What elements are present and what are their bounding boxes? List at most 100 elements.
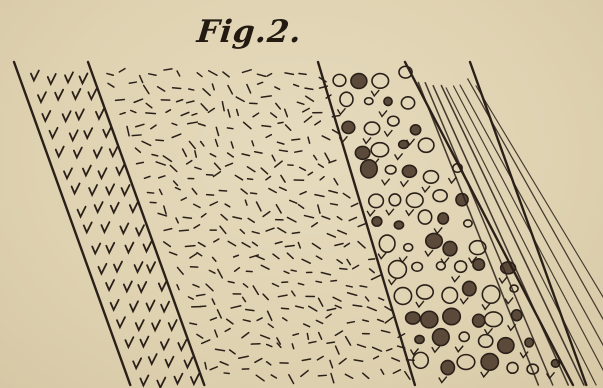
dash-mark bbox=[292, 291, 295, 296]
nodule bbox=[361, 160, 378, 178]
dash-mark bbox=[252, 242, 257, 245]
dash-mark bbox=[107, 74, 113, 76]
nodule bbox=[525, 338, 534, 347]
dash-mark bbox=[320, 177, 324, 180]
dash-mark bbox=[405, 372, 410, 380]
v-mark bbox=[165, 357, 173, 367]
v-mark bbox=[147, 300, 155, 310]
nodule bbox=[442, 287, 458, 303]
dash-mark bbox=[177, 71, 180, 76]
dash-mark bbox=[353, 265, 359, 268]
nodule-tick bbox=[382, 179, 390, 185]
dash-mark bbox=[256, 375, 264, 381]
dash-mark bbox=[164, 242, 171, 247]
dash-mark bbox=[227, 128, 232, 129]
nodule-tick bbox=[371, 90, 379, 96]
dash-mark bbox=[195, 151, 196, 157]
dash-mark bbox=[159, 176, 165, 178]
nodule bbox=[473, 259, 485, 270]
v-mark bbox=[92, 243, 100, 253]
dash-mark bbox=[251, 193, 257, 194]
dash-mark bbox=[266, 228, 274, 231]
dash-mark bbox=[266, 135, 271, 138]
dash-mark bbox=[337, 260, 342, 264]
dash-mark bbox=[353, 305, 362, 306]
dash-mark bbox=[234, 255, 239, 257]
nodule-tick bbox=[378, 253, 386, 259]
v-mark bbox=[50, 128, 58, 138]
dash-mark bbox=[285, 73, 293, 74]
v-mark bbox=[78, 207, 86, 217]
dash-mark bbox=[119, 69, 125, 72]
dash-mark bbox=[284, 271, 289, 273]
dash-mark bbox=[198, 243, 205, 247]
v-mark bbox=[149, 354, 157, 364]
dash-mark bbox=[175, 188, 180, 190]
dash-mark bbox=[287, 217, 295, 221]
v-mark bbox=[117, 317, 125, 327]
nodule bbox=[479, 335, 493, 348]
dash-mark bbox=[247, 167, 255, 172]
dash-mark bbox=[351, 203, 357, 206]
v-mark bbox=[106, 184, 114, 194]
dash-mark bbox=[202, 214, 206, 217]
dash-mark bbox=[206, 284, 213, 291]
dash-mark bbox=[231, 306, 241, 308]
dash-mark bbox=[370, 269, 375, 273]
dash-mark bbox=[315, 121, 321, 125]
dash-mark bbox=[235, 175, 242, 179]
dash-mark bbox=[187, 101, 194, 103]
dash-mark bbox=[290, 200, 297, 203]
nodule-tick bbox=[425, 250, 433, 256]
nodule bbox=[388, 261, 406, 279]
dash-mark bbox=[216, 349, 225, 350]
v-mark bbox=[101, 222, 109, 232]
dash-mark bbox=[358, 224, 365, 227]
dash-mark bbox=[291, 270, 296, 271]
dash-mark bbox=[343, 193, 350, 197]
nodule-tick bbox=[416, 301, 424, 307]
nodule bbox=[463, 281, 476, 295]
dash-mark bbox=[280, 150, 288, 151]
dash-mark bbox=[131, 110, 136, 112]
nodule-tick bbox=[400, 180, 408, 186]
boundary-lines bbox=[14, 62, 586, 385]
dash-mark bbox=[197, 334, 203, 338]
dash-mark bbox=[387, 349, 392, 351]
nodule bbox=[457, 355, 475, 370]
nodule bbox=[406, 193, 423, 207]
nodule-tick bbox=[379, 110, 387, 116]
dash-mark bbox=[177, 285, 179, 290]
nodule bbox=[481, 354, 498, 371]
v-mark bbox=[136, 225, 144, 235]
dash-mark bbox=[245, 200, 247, 205]
dash-mark bbox=[172, 134, 181, 137]
dash-mark bbox=[233, 217, 241, 219]
v-mark bbox=[55, 90, 63, 100]
dash-mark bbox=[242, 333, 249, 338]
nodule-tick bbox=[481, 371, 489, 377]
dash-mark bbox=[300, 167, 306, 170]
v-mark bbox=[143, 241, 151, 251]
dash-mark bbox=[289, 375, 294, 384]
v-mark bbox=[184, 357, 192, 367]
dash-mark bbox=[292, 344, 293, 349]
nodule bbox=[443, 308, 461, 324]
dash-mark bbox=[321, 272, 330, 274]
dash-mark bbox=[216, 127, 218, 135]
dash-mark bbox=[312, 223, 318, 227]
v-mark bbox=[133, 358, 141, 368]
dash-mark bbox=[319, 298, 323, 306]
dash-mark bbox=[334, 179, 338, 185]
dash-mark bbox=[208, 108, 214, 112]
nodule bbox=[443, 241, 457, 255]
nodule-tick bbox=[460, 298, 468, 304]
dash-mark bbox=[295, 151, 302, 152]
dash-mark bbox=[228, 110, 230, 117]
nodule bbox=[340, 92, 353, 106]
dash-mark bbox=[316, 281, 321, 282]
dash-mark bbox=[309, 342, 316, 343]
dash-mark bbox=[317, 356, 323, 360]
nodule-tick bbox=[406, 209, 414, 215]
nodule bbox=[389, 194, 401, 206]
